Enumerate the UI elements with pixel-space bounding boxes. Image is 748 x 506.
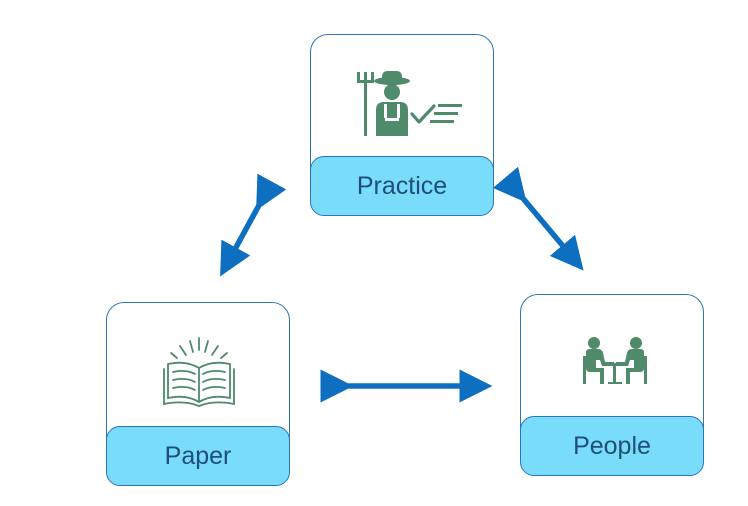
- arrow-practice-people: [492, 166, 584, 271]
- people-label-text: People: [573, 431, 651, 460]
- arrow-practice-paper: [220, 173, 287, 277]
- paper-label-text: Paper: [164, 441, 232, 470]
- practice-label-text: Practice: [356, 171, 448, 200]
- open-book-sparkle-icon: [163, 337, 235, 407]
- two-people-table-icon: [583, 337, 647, 384]
- paper-label: Paper: [106, 426, 290, 486]
- practice-label: Practice: [310, 156, 494, 216]
- farmer-checklist-icon: [357, 71, 462, 136]
- people-label: People: [520, 416, 704, 476]
